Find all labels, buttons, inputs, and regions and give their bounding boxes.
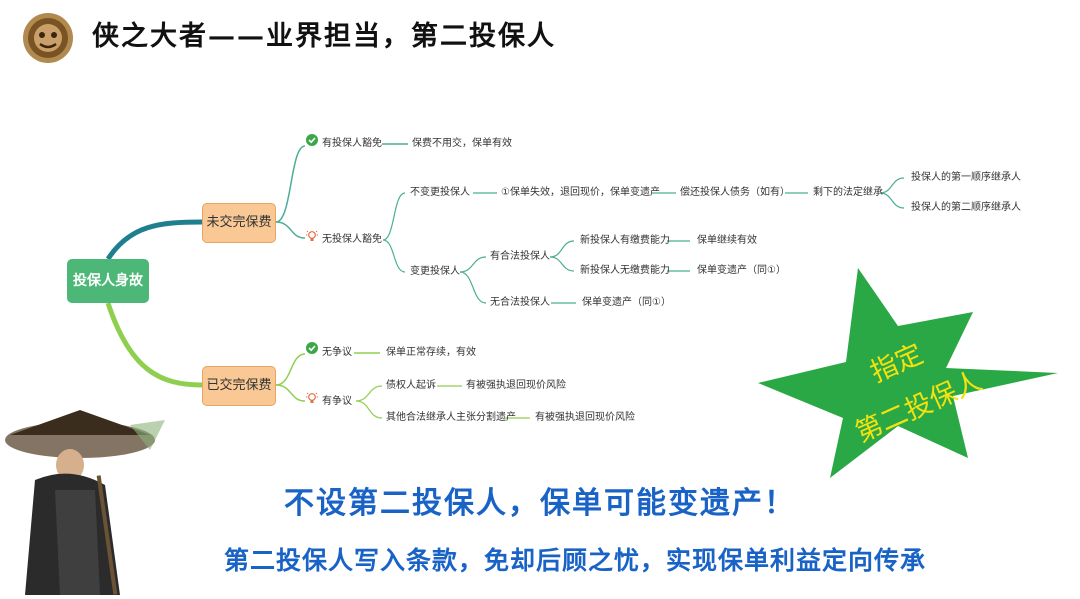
node-no-dispute: 无争议	[322, 347, 352, 358]
branch-unpaid: 未交完保费	[202, 203, 276, 243]
node-has-legal: 有合法投保人	[490, 251, 550, 262]
node-creditor-result: 有被强执退回现价风险	[466, 380, 566, 391]
node-other-heirs-result: 有被强执退回现价风险	[535, 412, 635, 423]
branch-paid: 已交完保费	[202, 366, 276, 406]
lion-emblem-icon	[22, 11, 74, 65]
node-able: 新投保人有缴费能力	[580, 235, 670, 246]
node-creditor: 债权人起诉	[386, 380, 436, 391]
page-title: 侠之大者——业界担当，第二投保人	[92, 21, 556, 52]
node-unable: 新投保人无缴费能力	[580, 265, 670, 276]
node-exempt-result: 保费不用交，保单有效	[412, 138, 512, 149]
node-heir2: 投保人的第二顺序继承人	[911, 202, 1021, 213]
node-no-dispute-result: 保单正常存续，有效	[386, 347, 476, 358]
node-other-heirs: 其他合法继承人主张分割遗产	[386, 412, 516, 423]
node-dispute: 有争议	[322, 396, 352, 407]
node-unchanged-step1: ①保单失效，退回现价，保单变遗产	[501, 187, 660, 198]
warrior-figure-icon	[0, 405, 170, 595]
node-heir1: 投保人的第一顺序继承人	[911, 172, 1021, 183]
slogan-line1: 不设第二投保人，保单可能变遗产！	[284, 486, 796, 521]
check-circle-icon	[306, 339, 318, 358]
node-unchanged: 不变更投保人	[410, 187, 470, 198]
slogan-line2: 第二投保人写入条款，免却后顾之忧，实现保单利益定向传承	[223, 546, 926, 575]
lightbulb-icon	[306, 228, 318, 247]
mindmap-root: 投保人身故	[67, 259, 149, 303]
node-changed: 变更投保人	[410, 266, 460, 277]
star-badge: 指定 第二投保人	[758, 268, 1058, 478]
check-circle-icon	[306, 131, 318, 150]
lightbulb-icon	[306, 390, 318, 409]
node-unable-result: 保单变遗产（同①）	[697, 265, 786, 276]
node-no-exempt: 无投保人豁免	[322, 234, 382, 245]
node-no-legal: 无合法投保人	[490, 297, 550, 308]
node-exempt: 有投保人豁免	[322, 138, 382, 149]
node-able-result: 保单继续有效	[697, 235, 757, 246]
node-no-legal-result: 保单变遗产（同①）	[582, 297, 671, 308]
node-unchanged-step2: 偿还投保人债务（如有）	[680, 187, 790, 198]
node-unchanged-step3: 剩下的法定继承	[813, 187, 883, 198]
